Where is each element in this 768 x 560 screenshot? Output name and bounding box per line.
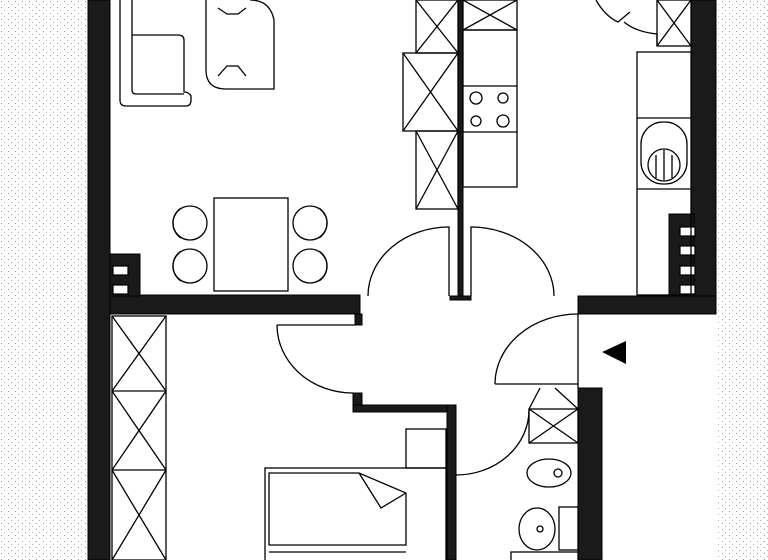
entrance-triangle-icon xyxy=(602,341,626,364)
walls xyxy=(87,0,717,560)
windows xyxy=(112,226,696,295)
stipple-right xyxy=(718,0,768,560)
dining-table xyxy=(172,197,328,292)
bed xyxy=(264,428,447,560)
sofa xyxy=(119,0,192,107)
kitchen-counter-right xyxy=(636,0,692,296)
nightstand xyxy=(405,428,447,469)
armchair xyxy=(205,0,275,90)
kitchen-units-left xyxy=(402,0,459,210)
bathroom-fixtures xyxy=(510,387,579,560)
stove-burners xyxy=(469,91,510,128)
doors xyxy=(276,0,658,476)
wardrobe xyxy=(111,315,167,560)
stipple-left xyxy=(0,0,86,560)
kitchen-units-right xyxy=(462,0,518,188)
